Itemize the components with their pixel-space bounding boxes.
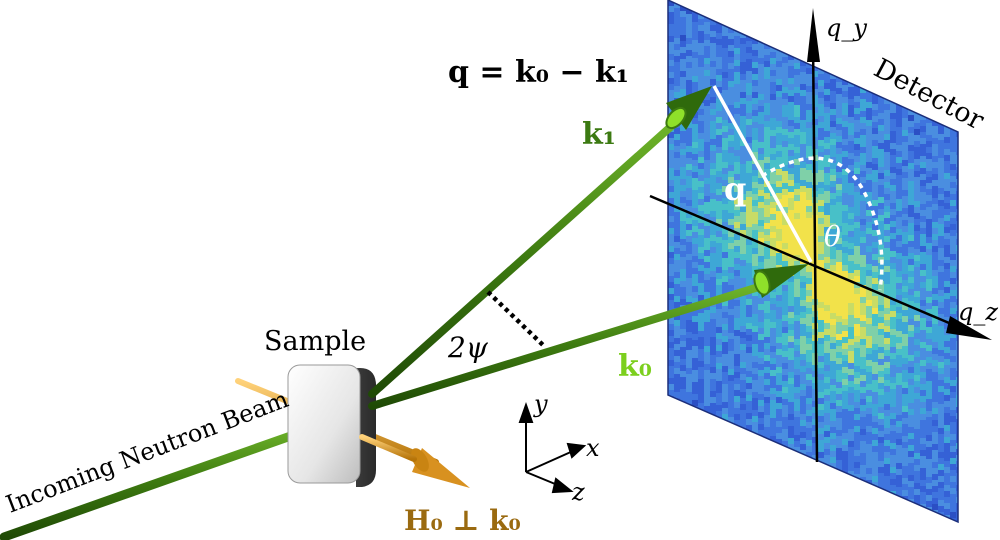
k0-label: k₀ — [618, 349, 652, 384]
k1-beam — [368, 86, 712, 398]
sample-block — [287, 364, 376, 487]
incoming-beam — [0, 420, 327, 540]
field-label: H₀ ⊥ k₀ — [404, 504, 521, 537]
field-arrow-front — [359, 434, 417, 462]
sample-label: Sample — [264, 326, 366, 357]
q-label: q — [724, 170, 746, 208]
psi-angle-marker — [486, 290, 546, 348]
axis-x-label: x — [586, 434, 600, 462]
axis-z-label: z — [571, 478, 585, 506]
theta-arc — [761, 156, 884, 291]
qy-arrow-head — [807, 8, 820, 62]
angle-2psi-label: 2ψ — [447, 331, 489, 364]
qz-label: q_z — [958, 298, 998, 326]
detector-axes — [649, 8, 992, 463]
axis-y-label: y — [533, 390, 548, 418]
k1-label: k₁ — [582, 117, 616, 152]
k0-beam — [368, 264, 809, 410]
coordinate-triad — [518, 401, 587, 494]
q-vector — [712, 85, 813, 263]
equation-label: q = k₀ − k₁ — [448, 55, 629, 90]
theta-label: θ — [824, 220, 841, 253]
qy-label: q_y — [826, 14, 867, 42]
qz-arrow-head — [946, 316, 992, 340]
